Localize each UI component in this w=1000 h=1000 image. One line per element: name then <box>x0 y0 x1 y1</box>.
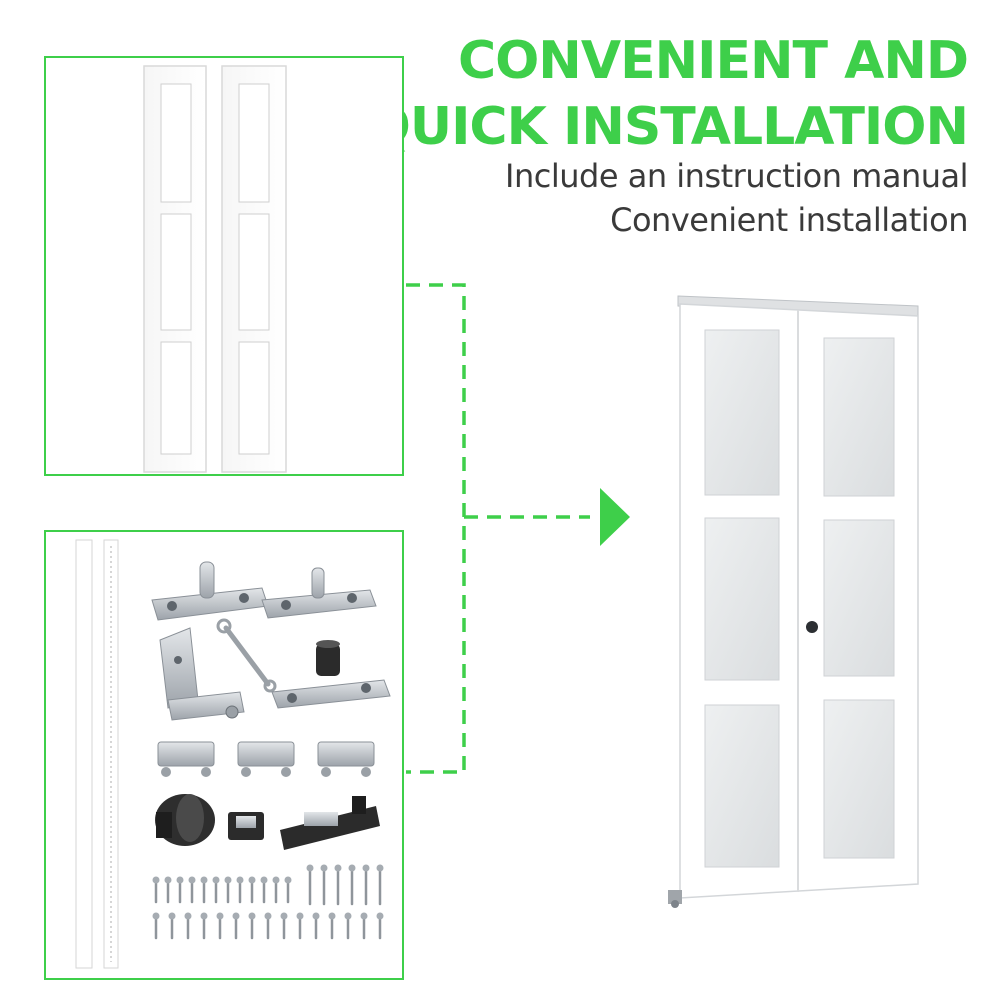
headline-line-2: QUICK INSTALLATION <box>366 97 969 157</box>
track-guide-icon <box>280 796 380 850</box>
knob-icon <box>155 794 215 846</box>
bracket-icon <box>159 627 245 721</box>
door-panel-icon <box>221 65 287 473</box>
roller-icon <box>317 741 375 777</box>
headline-line-1: CONVENIENT AND <box>457 31 969 91</box>
track-rail-icon <box>75 539 119 969</box>
assembled-door-icon <box>668 295 919 908</box>
hinge-plate-icon <box>151 561 269 621</box>
wrench-icon <box>216 618 277 693</box>
roller-icon <box>237 741 295 777</box>
arrow-right-icon <box>600 488 630 546</box>
hinge-plate-icon <box>261 567 377 619</box>
screw-heads <box>152 864 384 920</box>
pivot-plate-icon <box>271 640 391 709</box>
subtitle-line-2: Convenient installation <box>610 201 968 239</box>
guide-icon <box>228 812 264 840</box>
headline: CONVENIENT AND QUICK INSTALLATION <box>366 28 969 160</box>
screw-icon <box>154 866 382 940</box>
dashed-connector <box>406 283 590 774</box>
door-panel-icon <box>143 65 207 473</box>
subtitle-line-1: Include an instruction manual <box>505 157 968 195</box>
roller-icon <box>157 741 215 777</box>
